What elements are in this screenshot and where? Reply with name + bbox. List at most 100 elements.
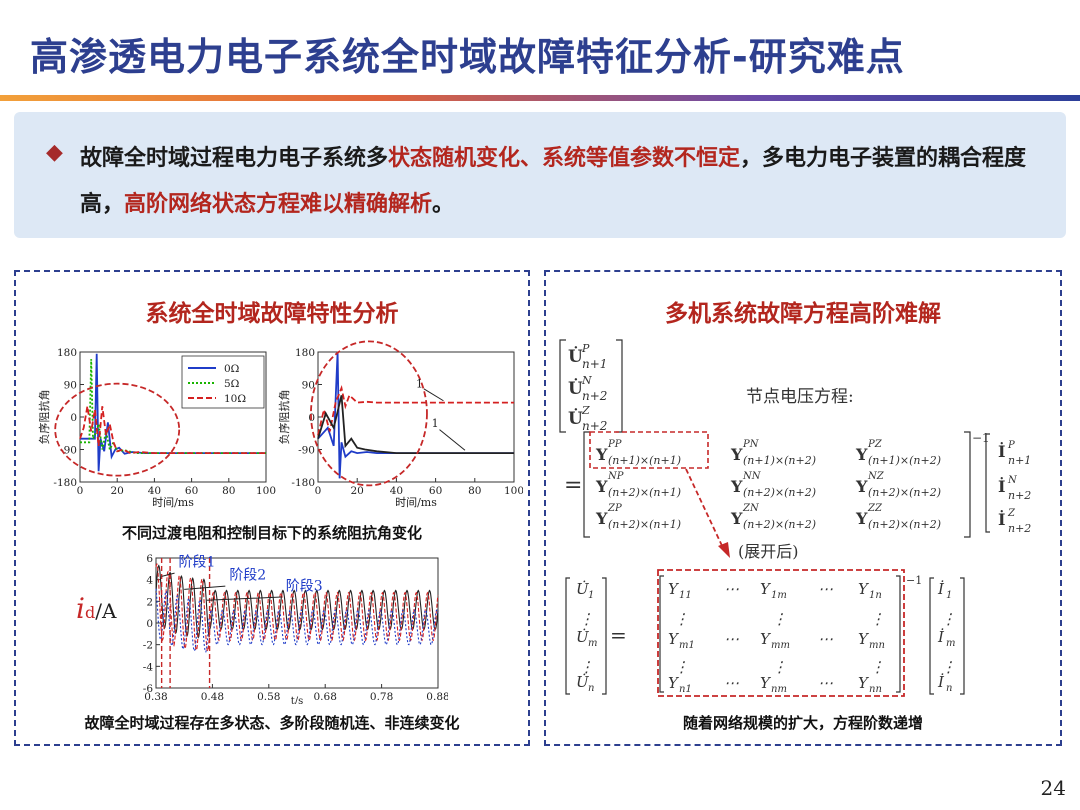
- bullet-diamond-icon: ◆: [46, 140, 63, 165]
- title-underline: [0, 95, 1080, 101]
- x-tick-label: 0.88: [426, 691, 448, 703]
- highlight-ellipse: [310, 340, 428, 487]
- annotation-leader: [423, 388, 444, 402]
- stage-label: 阶段2: [229, 568, 266, 584]
- svg-text:m: m: [946, 638, 955, 649]
- x-tick-label: 100: [504, 485, 523, 497]
- svg-text:(n+2)×(n+2): (n+2)×(n+2): [743, 486, 816, 499]
- x-axis-label: 时间/ms: [152, 496, 194, 509]
- svg-text:U̇: U̇: [568, 347, 583, 367]
- stage-pointer: [161, 572, 175, 577]
- y-tick-label: -180: [291, 477, 315, 489]
- x-axis-label: 时间/ms: [395, 496, 437, 509]
- summary-lead: 故障全时域过程电力电子系统多: [80, 146, 389, 171]
- id-axis-label: id/A: [76, 592, 116, 625]
- series-line-3: [317, 395, 514, 454]
- annotation-label: 1: [416, 377, 423, 390]
- svg-text:(n+2)×(n+1): (n+2)×(n+1): [608, 486, 681, 499]
- right-panel-title: 多机系统故障方程高阶难解: [665, 301, 941, 327]
- svg-text:Y: Y: [855, 445, 868, 464]
- svg-text:1n: 1n: [869, 590, 882, 601]
- svg-text:PN: PN: [742, 439, 760, 450]
- series-line-1: [317, 351, 514, 479]
- x-tick-label: 80: [222, 485, 235, 497]
- node-voltage-label: 节点电压方程:: [746, 387, 854, 407]
- plot-frame: [317, 351, 515, 483]
- svg-text:=: =: [564, 473, 582, 498]
- legend-entry: 5Ω: [224, 378, 240, 390]
- svg-text:n+1: n+1: [582, 357, 607, 371]
- svg-text:⋯: ⋯: [724, 630, 739, 648]
- series-line-3: [79, 406, 266, 455]
- stage-pointer: [206, 596, 282, 601]
- svg-text:n+1: n+1: [1008, 454, 1031, 467]
- svg-text:11: 11: [679, 590, 692, 601]
- svg-text:⋯: ⋯: [724, 674, 739, 692]
- left-panel-title: 系统全时域故障特性分析: [145, 301, 399, 327]
- legend-box: [181, 355, 265, 409]
- svg-text:U̇: U̇: [568, 379, 583, 399]
- svg-text:1: 1: [946, 590, 952, 601]
- svg-text:n: n: [588, 683, 594, 694]
- svg-text:m: m: [588, 638, 597, 649]
- svg-text:n1: n1: [679, 684, 692, 695]
- svg-text:Y: Y: [595, 477, 608, 496]
- svg-text:İ: İ: [937, 628, 945, 646]
- x-tick-label: 0: [315, 485, 322, 497]
- y-tick-label: 0: [70, 412, 77, 424]
- svg-text:Y: Y: [855, 477, 868, 496]
- svg-text:ZZ: ZZ: [867, 503, 883, 514]
- svg-text:=: =: [610, 623, 627, 647]
- svg-text:(n+1)×(n+2): (n+1)×(n+2): [743, 454, 816, 467]
- x-tick-label: 40: [148, 485, 161, 497]
- svg-text:⋯: ⋯: [818, 580, 833, 598]
- svg-text:ZP: ZP: [607, 503, 622, 514]
- x-tick-label: 0.38: [144, 691, 167, 703]
- svg-text:ZN: ZN: [742, 503, 760, 514]
- svg-text:Y: Y: [595, 445, 608, 464]
- svg-text:nm: nm: [771, 684, 787, 695]
- svg-text:Y: Y: [760, 674, 772, 692]
- y-tick-label: 2: [146, 596, 153, 608]
- svg-text:N: N: [1007, 475, 1018, 486]
- expand-label: (展开后): [738, 542, 799, 561]
- summary-end: 。: [432, 192, 455, 217]
- stage-label: 阶段3: [286, 579, 323, 595]
- annotation-leader: [439, 429, 466, 451]
- svg-text:Y: Y: [858, 674, 870, 692]
- y-axis-label: 负序阻抗角: [278, 390, 291, 445]
- stage-label: 阶段1: [179, 555, 216, 571]
- summary-highlight-2: 高阶网络状态方程难以精确解析: [124, 192, 433, 217]
- svg-text:N: N: [581, 374, 592, 387]
- svg-text:P: P: [1007, 440, 1015, 451]
- legend-entry: 10Ω: [224, 393, 246, 405]
- y-tick-label: -180: [53, 477, 77, 489]
- svg-text:⋯: ⋯: [818, 630, 833, 648]
- svg-text:U̇: U̇: [568, 409, 583, 429]
- svg-text:U̇: U̇: [576, 628, 590, 646]
- svg-text:Y: Y: [760, 580, 772, 598]
- svg-text:⋮: ⋮: [772, 610, 787, 628]
- svg-text:Y: Y: [760, 630, 772, 648]
- id-label-main: i: [76, 592, 85, 625]
- svg-text:n: n: [946, 683, 952, 694]
- svg-text:U̇: U̇: [576, 673, 590, 691]
- svg-text:⋮: ⋮: [674, 610, 689, 628]
- svg-text:n+2: n+2: [1008, 522, 1031, 535]
- svg-text:1: 1: [588, 590, 594, 601]
- summary-highlight-1: 状态随机变化、系统等值参数不恒定: [388, 146, 741, 171]
- svg-text:⋮: ⋮: [941, 610, 956, 628]
- y-tick-label: 90: [64, 380, 77, 392]
- svg-text:U̇: U̇: [576, 580, 590, 598]
- y-tick-label: -90: [298, 445, 315, 457]
- svg-text:(n+1)×(n+2): (n+1)×(n+2): [868, 454, 941, 467]
- plot-frame: [155, 557, 439, 689]
- svg-text:NP: NP: [607, 471, 624, 482]
- svg-text:İ: İ: [937, 673, 945, 691]
- id-label-sub: d: [84, 603, 96, 622]
- svg-text:Y: Y: [858, 630, 870, 648]
- right-caption: 随着网络规模的扩大，方程阶数递增: [682, 714, 923, 732]
- id-label-unit: /A: [95, 599, 117, 623]
